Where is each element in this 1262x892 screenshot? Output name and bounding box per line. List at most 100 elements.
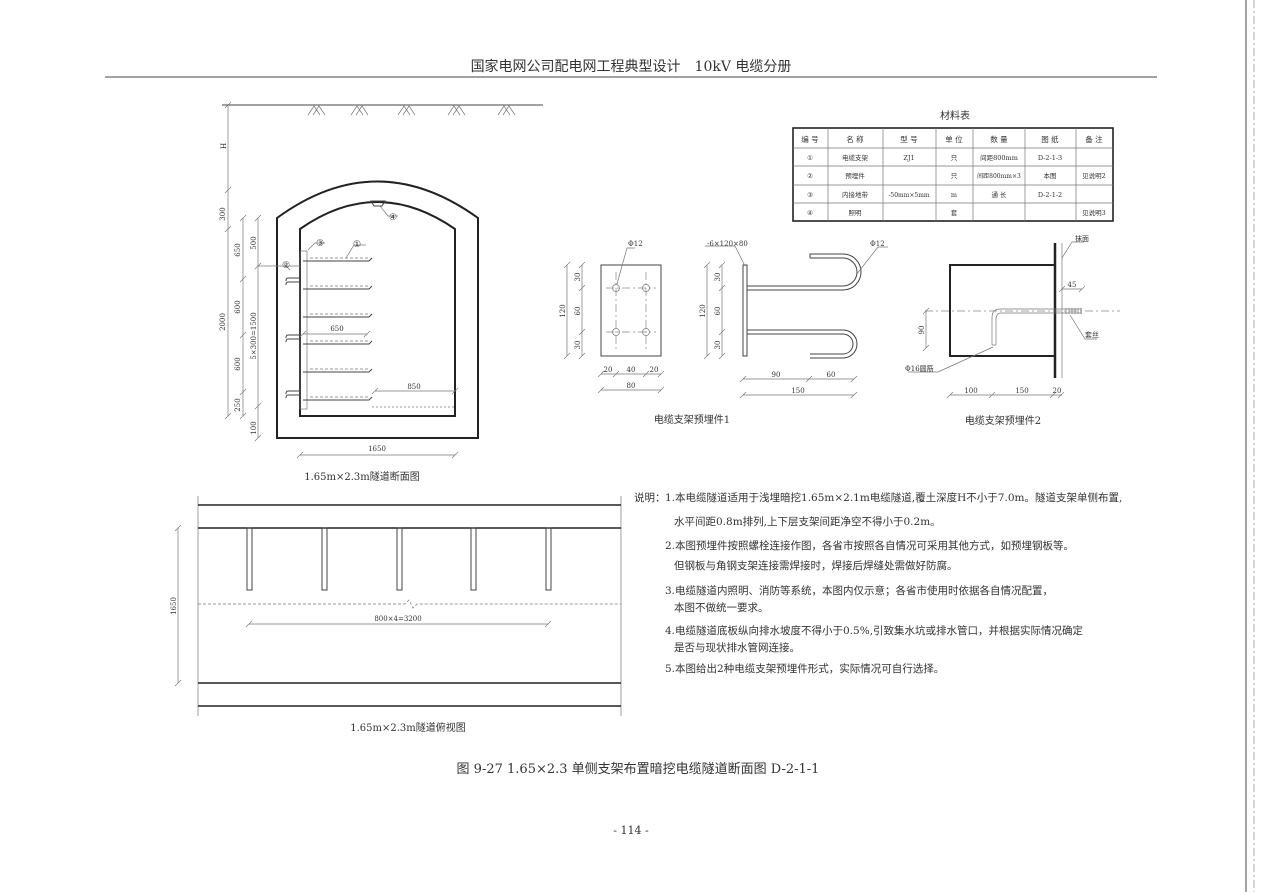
bracket-block xyxy=(949,264,1056,357)
detail1-dims-w80: 80 xyxy=(627,382,636,390)
material_table-rows-2-4: 通 长 xyxy=(991,190,1007,199)
dim-500: 500 xyxy=(250,236,258,249)
dim-w650: 650 xyxy=(330,325,343,333)
material_table-headers-4: 数 量 xyxy=(990,134,1008,144)
detail1-dims-h60: 60 xyxy=(574,307,582,316)
material_table-rows-3-1: 照明 xyxy=(849,209,863,217)
material_table-headers-1: 名 称 xyxy=(846,134,864,144)
dim-600a: 600 xyxy=(234,300,242,313)
detail2-dims-d45: 45 xyxy=(1068,281,1077,289)
material_table-headers-2: 型 号 xyxy=(900,135,917,144)
detail2-dims-d150: 150 xyxy=(1015,387,1028,395)
detail1-dims-w40: 40 xyxy=(627,366,636,374)
design-notes: 说明： 1.本电缆隧道适用于浅埋暗挖1.65m×2.1m电缆隧道,覆土深度H不小… xyxy=(634,491,1122,675)
dim-100: 100 xyxy=(250,421,258,434)
plan-brackets xyxy=(246,527,552,591)
phi12-label-a: Φ12 xyxy=(628,240,643,248)
note-line: 5.本图给出2种电缆支架预埋件形式，实际情况可自行选择。 xyxy=(665,662,944,675)
material_table-rows-0-5: D-2-1-3 xyxy=(1038,154,1062,162)
embedded-part-2-detail: 抹面 套丝 Φ16圆筋 45 90 100 150 20 电缆支架预埋件2 xyxy=(905,234,1120,427)
material_table-rows-2-2: -50mm×5mm xyxy=(888,192,930,199)
u-bolt-lower xyxy=(747,329,858,359)
note-line: 本图不做统一要求。 xyxy=(674,601,769,614)
material_table-rows-2-0: ③ xyxy=(807,191,813,199)
table-header-row: 编 号 名 称 型 号 单 位 数 量 图 纸 备 注 xyxy=(801,134,1103,144)
detail1-dims-l60: 60 xyxy=(827,371,836,379)
phi12-label-b: Φ12 xyxy=(870,240,885,248)
material_table-rows-2-5: D-2-1-2 xyxy=(1038,191,1062,199)
tunnel-plan-view: 800×4=3200 1650 1.65m×2.3m隧道俯视图 xyxy=(170,496,622,734)
material_table-headers-6: 备 注 xyxy=(1085,134,1103,144)
detail1-dims-s60: 60 xyxy=(714,307,722,316)
material_table-headers-0: 编 号 xyxy=(801,134,818,144)
dim-w850: 850 xyxy=(407,383,420,391)
plaster-label: 抹面 xyxy=(1075,234,1089,243)
note-line: 2.本图预埋件按照螺栓连接作图，各省市按照各自情况可采用其他方式，如预埋钢板等。 xyxy=(665,539,1074,552)
material_table-rows-0-0: ① xyxy=(807,154,813,162)
note-line: 1.本电缆隧道适用于浅埋暗挖1.65m×2.1m电缆隧道,覆土深度H不小于7.0… xyxy=(665,491,1122,504)
callout-1: ① xyxy=(353,240,361,250)
material_table-rows-1-3: 只 xyxy=(951,172,958,180)
thread-label: 套丝 xyxy=(1085,330,1099,339)
table-row: ③ 内接地带 -50mm×5mm m 通 长 D-2-1-2 xyxy=(807,190,1062,199)
light-fixture xyxy=(370,200,386,207)
material_table-rows-2-1: 内接地带 xyxy=(842,190,869,199)
detail1-dims-h30b: 30 xyxy=(574,341,582,350)
embedded-part-1-detail: Φ12 120 30 60 30 20 40 20 80 -6×120×80 Φ… xyxy=(559,240,888,426)
note-line: 但钢板与角钢支架连接需焊接时，焊接后焊缝处需做好防腐。 xyxy=(674,559,958,572)
header-title: 国家电网公司配电网工程典型设计 10kV 电缆分册 xyxy=(471,58,792,75)
detail1-dims-w20a: 20 xyxy=(604,366,613,374)
material_table-rows-1-4: 间距800mm×3 xyxy=(977,172,1021,180)
material-table-title: 材料表 xyxy=(940,109,970,122)
soil-symbols xyxy=(307,105,516,116)
cable-brackets xyxy=(303,257,373,401)
round-bar-label: Φ16圆筋 xyxy=(905,364,934,373)
dim-600b: 600 xyxy=(234,357,242,370)
detail1-dims-w20b: 20 xyxy=(650,366,659,374)
material_table-rows-1-0: ② xyxy=(807,172,813,180)
tunnel-section-view: ③ ① ② ④ H 300 2000 650 600 600 250 100 5… xyxy=(219,101,543,483)
dim-250: 250 xyxy=(234,398,242,411)
material_table-rows-1-1: 预埋件 xyxy=(845,171,865,180)
plan-view-title: 1.65m×2.3m隧道俯视图 xyxy=(350,721,466,734)
detail2-dims-d90: 90 xyxy=(918,326,926,335)
dim-1500: 5×300=1500 xyxy=(250,312,258,359)
dim-w1650: 1650 xyxy=(368,445,386,453)
note-line: 是否与现状排水管网连接。 xyxy=(674,641,800,654)
material-table: 材料表 编 号 名 称 型 号 单 位 数 量 图 纸 备 注 ① 电缆支架 Z… xyxy=(792,109,1114,222)
dim-300: 300 xyxy=(219,207,227,220)
dim-h: H xyxy=(220,143,228,149)
callout-4: ④ xyxy=(389,213,397,223)
figure-caption: 图 9-27 1.65×2.3 单侧支架布置暗挖电缆隧道断面图 D-2-1-1 xyxy=(457,761,820,777)
material_table-rows-3-3: 套 xyxy=(951,208,958,217)
section-view-title: 1.65m×2.3m隧道断面图 xyxy=(304,470,420,483)
detail1-dims-s30a: 30 xyxy=(714,273,722,282)
material_table-rows-0-2: ZJ1 xyxy=(903,154,914,162)
tunnel-inner-wall xyxy=(299,201,456,417)
callout-3: ③ xyxy=(316,239,324,249)
material_table-rows-3-6: 见说明3 xyxy=(1082,208,1106,217)
bracket-spacing-dim: 800×4=3200 xyxy=(374,615,421,623)
material_table-rows-1-5: 本图 xyxy=(1044,171,1057,180)
material_table-rows-1-6: 见说明2 xyxy=(1082,171,1106,180)
material_table-rows-3-0: ④ xyxy=(807,209,813,217)
break-line xyxy=(198,599,621,609)
detail1-title: 电缆支架预埋件1 xyxy=(654,413,730,426)
embedded-parts xyxy=(285,277,300,399)
round-bar xyxy=(991,308,1082,346)
u-bolt-upper xyxy=(747,253,862,291)
dim-650: 650 xyxy=(234,243,242,256)
section-dimension-lines xyxy=(224,101,459,459)
plan-width-dim: 1650 xyxy=(170,597,178,615)
detail1-dims-l90: 90 xyxy=(772,371,781,379)
note-line: 4.电缆隧道底板纵向排水坡度不得小于0.5%,引致集水坑或排水管口，并根据实际情… xyxy=(665,624,1084,637)
note-line: 水平间距0.8m排列,上下层支架间距净空不得小于0.2m。 xyxy=(674,515,941,528)
notes-lead: 说明： xyxy=(634,491,666,504)
steel-plate xyxy=(600,264,662,357)
detail1-dims-h30a: 30 xyxy=(574,273,582,282)
note-line: 3.电缆隧道内照明、消防等系统，本图内仅示意；各省市使用时依据各自情况配置， xyxy=(665,584,1053,597)
dim-2000: 2000 xyxy=(219,313,227,331)
detail2-dims-d100: 100 xyxy=(964,387,977,395)
plate-spec-label: -6×120×80 xyxy=(707,240,748,248)
